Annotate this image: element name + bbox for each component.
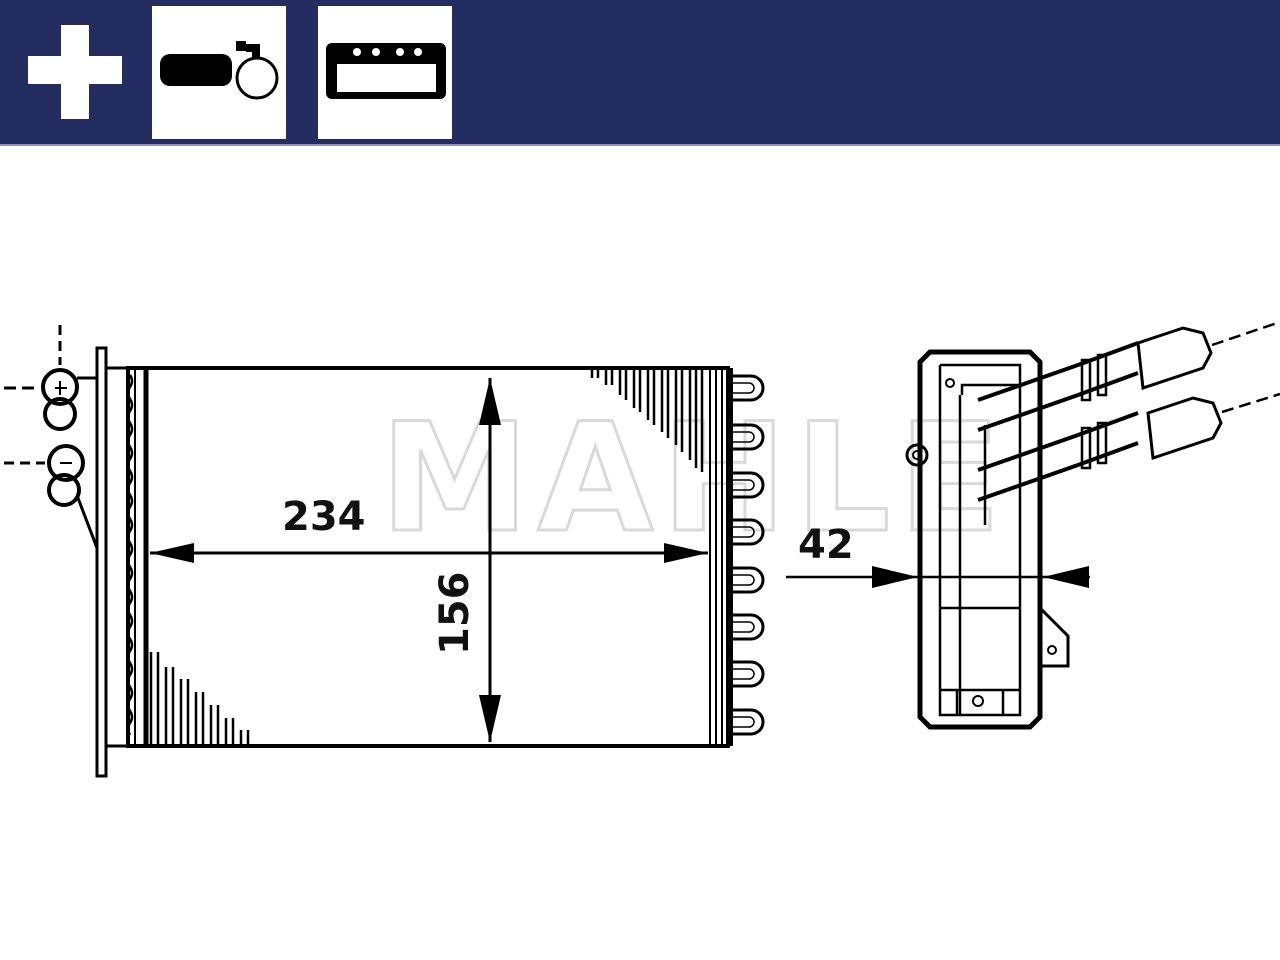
tube-bends — [733, 374, 765, 736]
dimension-depth-label: 42 — [798, 522, 854, 568]
header-band — [0, 0, 1280, 146]
side-pipes — [977, 320, 1280, 502]
pipe-connectors-left — [4, 325, 99, 549]
mahle-watermark: MAHLE — [380, 392, 1009, 566]
fins-bottom-left — [149, 652, 250, 744]
gasket-icon — [318, 6, 452, 139]
dimension-height-label: 156 — [432, 572, 478, 656]
hose-clamp-icon — [152, 6, 286, 139]
plus-icon — [28, 25, 122, 119]
dimension-width-label: 234 — [282, 494, 366, 540]
heater-core-drawing: MAHLE — [4, 320, 1280, 778]
dimension-width: 234 — [150, 494, 708, 563]
dimension-depth: 42 — [786, 522, 1090, 588]
fins-top-right — [590, 370, 704, 472]
heater-core-front-view — [95, 346, 733, 778]
dimension-height: 156 — [432, 378, 501, 742]
